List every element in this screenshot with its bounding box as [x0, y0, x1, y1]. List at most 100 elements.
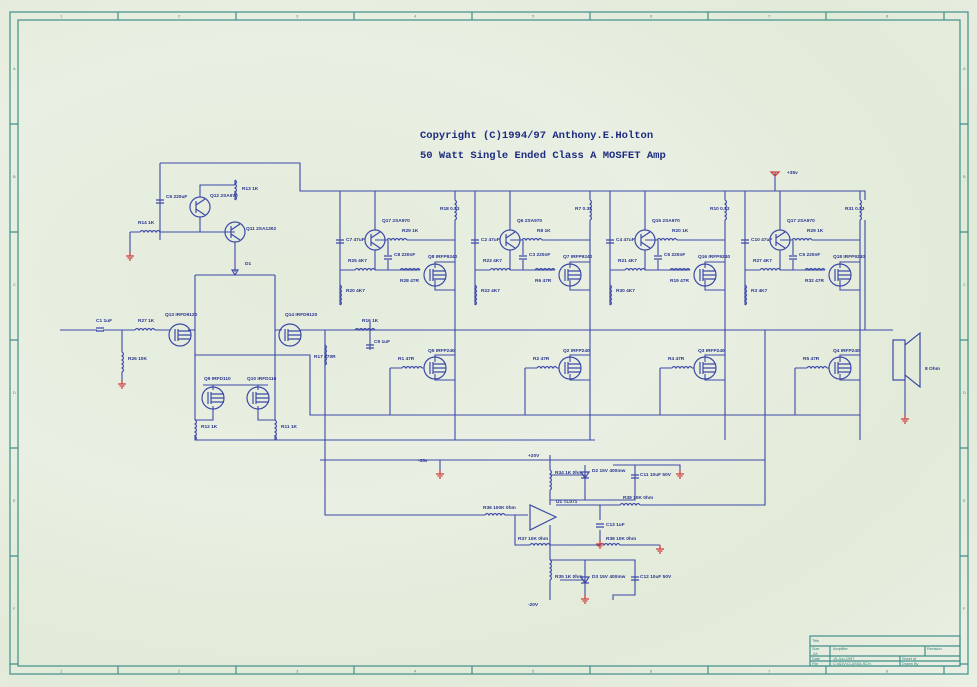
frame-col-label: 6	[650, 669, 653, 674]
gate-resistor-label: R6 47R	[535, 278, 552, 284]
r-upper-label: R23 4K7	[483, 258, 502, 264]
r17-label: R17 470R	[314, 354, 336, 360]
neg20-label: -20V	[528, 602, 539, 608]
driver-transistor	[769, 229, 791, 251]
tb-date-label: Date	[812, 657, 820, 661]
pchannel-mosfet-label: Q8 IRFP9240	[428, 254, 458, 260]
q11-transistor-symbol	[230, 223, 241, 241]
driver-transistor-symbol	[775, 231, 786, 249]
driver-transistor-symbol	[505, 231, 516, 249]
supply-arrow-icon	[769, 171, 781, 177]
servo-opamp	[529, 504, 558, 531]
frame-row-label: A	[963, 66, 966, 71]
c9-label: C9 1uF	[374, 339, 390, 345]
ground-icon	[436, 470, 444, 479]
pos20-label: +20V	[528, 453, 540, 459]
bias-resistor	[791, 237, 813, 242]
r-lower-label: R22 4K7	[481, 288, 500, 294]
r-lower	[473, 284, 478, 306]
tb-title: Title	[812, 639, 819, 643]
source-resistor	[858, 199, 863, 221]
copyright-title: Copyright (C)1994/97 Anthony.E.Holton	[420, 130, 653, 142]
speaker-label: 8 Ohm	[925, 366, 940, 372]
r-upper	[759, 267, 781, 272]
frame-col-label: 6	[650, 14, 653, 19]
bias-capacitor	[789, 255, 797, 260]
r37-label: R37 10K 0hm	[518, 536, 548, 542]
servo-wire	[550, 465, 586, 595]
frame-col-label: 5	[532, 14, 535, 19]
mosfet-gate-resistor	[806, 365, 828, 370]
frame-col-label: 2	[178, 669, 181, 674]
frame-row-label: C	[963, 282, 966, 287]
r13-resistor	[233, 179, 238, 201]
frame-row-label: D	[13, 390, 16, 395]
frame-col-label: 1	[60, 14, 63, 19]
r-lower-label: R20 4K7	[346, 288, 365, 294]
r-upper	[624, 267, 646, 272]
r26-resistor	[120, 351, 125, 373]
frame-col-label: 8	[886, 669, 889, 674]
frame-col-label: 2	[178, 14, 181, 19]
gate-resistor	[399, 267, 421, 272]
tb-file: C:\ADV\CLASSA.SCH	[833, 662, 871, 666]
source-resistor	[588, 199, 593, 221]
gate-resistor	[804, 267, 826, 272]
stage-cap-label: C7 47uF	[346, 237, 365, 243]
mosfet-gate-resistor-label: R2 47R	[533, 356, 550, 362]
pchannel-mosfet-symbol	[564, 269, 581, 281]
gate-resistor	[669, 267, 691, 272]
stage-capacitor	[336, 239, 344, 244]
c9-capacitor	[366, 344, 374, 349]
mosfet-gate-resistor	[671, 365, 693, 370]
r11-label: R11 1K	[281, 424, 298, 430]
bias-capacitor	[384, 255, 392, 260]
c6-label: C6 220uF	[166, 194, 187, 200]
pchannel-mosfet-symbol	[834, 269, 851, 281]
driver-transistor-symbol	[370, 231, 381, 249]
ground-icon	[581, 595, 589, 604]
r-upper-label: R25 4K7	[348, 258, 367, 264]
r35-resistor	[548, 559, 553, 581]
r-lower	[608, 284, 613, 306]
frame-row-label: E	[963, 498, 966, 503]
mosfet-gate-resistor-label: R4 47R	[668, 356, 685, 362]
stage-capacitor	[606, 239, 614, 244]
frame-row-label: F	[963, 606, 966, 611]
d2-label: D2 15V 400mw	[592, 468, 626, 474]
ground-icon	[901, 415, 909, 424]
r35-label: R35 1K 0hm	[555, 574, 582, 580]
r27-resistor	[134, 327, 156, 332]
nchannel-mosfet-symbol	[834, 362, 851, 374]
r36-resistor	[484, 512, 506, 517]
r13-label: R13 1K	[242, 186, 259, 192]
r-lower	[743, 284, 748, 306]
d1-diode	[230, 269, 240, 277]
tb-sheet: Sheet of	[902, 657, 917, 661]
source-resistor-label: R31 0.33	[845, 206, 865, 212]
r-upper-label: R27 4K7	[753, 258, 772, 264]
c13-capacitor	[596, 523, 604, 528]
r39-label: R39 10K 0hm	[623, 495, 653, 501]
nchannel-mosfet-label: Q3 IRFP240	[698, 348, 725, 354]
tb-number: Amplifier	[833, 647, 849, 651]
mosfet-gate-resistor-label: R5 47R	[803, 356, 820, 362]
frame-row-label: F	[13, 606, 16, 611]
r-lower	[338, 284, 343, 306]
source-resistor-label: R7 0.33	[575, 206, 592, 212]
frame-col-label: 8	[886, 14, 889, 19]
r14-label: R14 1K	[138, 220, 155, 226]
bias-cap-label: C8 220nF	[394, 252, 415, 258]
pos35-label: +35v	[787, 170, 798, 176]
r12-resistor	[193, 419, 198, 441]
mosfet-gate-resistor	[401, 365, 423, 370]
q11-transistor	[224, 221, 246, 243]
q9-mosfet-symbol	[207, 392, 224, 404]
r37-resistor	[529, 542, 551, 547]
q12-label: Q12 2SA970	[210, 193, 238, 199]
c1-label: C1 1uF	[96, 318, 112, 324]
r-lower-label: R3 4K7	[751, 288, 768, 294]
bias-cap-label: C5 220nF	[799, 252, 820, 258]
c11-capacitor	[631, 474, 639, 479]
